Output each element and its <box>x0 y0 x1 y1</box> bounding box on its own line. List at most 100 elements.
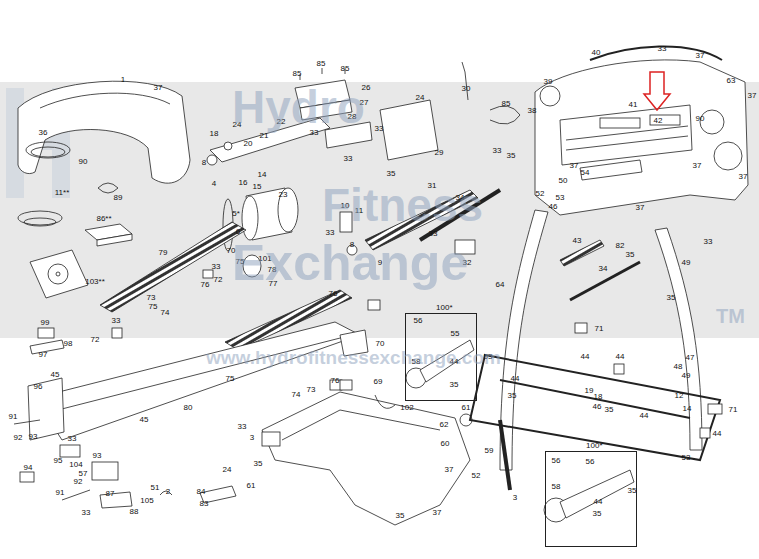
callout-number: 14 <box>258 170 267 179</box>
callout-number: 50 <box>559 176 568 185</box>
callout-number: 85 <box>293 69 302 78</box>
callout-number: 75 <box>226 374 235 383</box>
callout-number: 39 <box>544 77 553 86</box>
callout-number: 72 <box>91 335 100 344</box>
watermark-text: Fitness <box>322 182 483 228</box>
callout-number: 37 <box>696 51 705 60</box>
callout-number: 84 <box>197 487 206 496</box>
part-outline <box>100 492 132 508</box>
watermark-text: www.hydrofitnessexchange.com <box>206 348 501 367</box>
part-outline <box>224 142 232 150</box>
callout-number: 95 <box>54 456 63 465</box>
callout-number: 35 <box>593 509 602 518</box>
callout-number: 44 <box>594 497 603 506</box>
callout-number: 80 <box>184 403 193 412</box>
callout-number: 56 <box>552 456 561 465</box>
callout-number: 33 <box>212 262 221 271</box>
callout-number: 104 <box>69 460 82 469</box>
part-outline <box>500 210 548 470</box>
callout-number: 74 <box>292 390 301 399</box>
callout-number: 100* <box>436 303 452 312</box>
part-outline <box>98 183 118 193</box>
part-outline <box>278 188 298 232</box>
callout-number: 70 <box>376 339 385 348</box>
callout-number: 37 <box>748 91 757 100</box>
callout-number: 94 <box>24 463 33 472</box>
callout-number: 97 <box>39 350 48 359</box>
part-outline <box>500 380 690 418</box>
callout-number: 35 <box>667 293 676 302</box>
part-outline <box>92 462 118 480</box>
part-outline <box>30 250 88 298</box>
callout-number: 44 <box>581 352 590 361</box>
callout-number: 51 <box>151 483 160 492</box>
callout-number: 82 <box>616 241 625 250</box>
callout-number: 45 <box>51 370 60 379</box>
part-outline <box>380 100 438 160</box>
watermark-text: TM <box>716 306 745 326</box>
part-outline <box>580 160 642 180</box>
callout-number: 35 <box>507 151 516 160</box>
part-outline <box>14 0 748 525</box>
callout-number: 21 <box>260 131 269 140</box>
part-outline <box>262 432 280 446</box>
callout-number: 35 <box>387 169 396 178</box>
callout-number: 35 <box>605 405 614 414</box>
callout-number: 53 <box>682 453 691 462</box>
callout-number: 85 <box>341 64 350 73</box>
callout-number: 3 <box>513 493 517 502</box>
part-outline <box>97 234 132 246</box>
part-outline <box>368 300 380 310</box>
callout-number: 71 <box>595 324 604 333</box>
callout-number: 33 <box>68 434 77 443</box>
callout-number: 40 <box>592 48 601 57</box>
callout-number: 20 <box>244 139 253 148</box>
part-outline <box>462 62 468 100</box>
callout-number: 24 <box>416 93 425 102</box>
callout-number: 86** <box>96 214 111 223</box>
callout-number: 4 <box>212 179 216 188</box>
part-outline <box>112 328 122 338</box>
callout-number: 52 <box>536 189 545 198</box>
callout-number: 44 <box>640 411 649 420</box>
callout-number: 44 <box>713 429 722 438</box>
callout-number: 3 <box>250 433 254 442</box>
callout-number: 76 <box>201 280 210 289</box>
callout-number: 92 <box>74 477 83 486</box>
callout-number: 59 <box>485 446 494 455</box>
part-outline <box>570 262 640 300</box>
callout-number: 35 <box>450 380 459 389</box>
callout-number: 18 <box>594 392 603 401</box>
callout-number: 37 <box>693 161 702 170</box>
callout-number: 16 <box>239 178 248 187</box>
callout-number: 74 <box>161 308 170 317</box>
part-outline <box>262 392 470 525</box>
callout-number: 46 <box>593 402 602 411</box>
callout-number: 85 <box>317 59 326 68</box>
callout-number: 46 <box>549 202 558 211</box>
callout-number: 54 <box>581 168 590 177</box>
callout-number: 103** <box>85 277 105 286</box>
callout-number: 64 <box>496 280 505 289</box>
part-outline <box>560 105 692 165</box>
callout-number: 93 <box>29 432 38 441</box>
callout-number: 37 <box>433 508 442 517</box>
callout-number: 57 <box>79 469 88 478</box>
callout-number: 63 <box>727 76 736 85</box>
part-outline <box>0 82 759 338</box>
callout-number: 29 <box>435 148 444 157</box>
callout-number: 33 <box>82 508 91 517</box>
part-outline <box>566 126 688 150</box>
callout-number: 60 <box>441 439 450 448</box>
callout-number: 33 <box>112 316 121 325</box>
callout-number: 61 <box>462 403 471 412</box>
part-outline <box>282 410 440 440</box>
callout-number: 56 <box>414 316 423 325</box>
part-outline <box>100 222 246 312</box>
callout-number: 43 <box>573 236 582 245</box>
part-outline <box>490 106 520 124</box>
callout-number: 52 <box>472 471 481 480</box>
part-outline <box>708 404 722 414</box>
callout-number: 37 <box>570 161 579 170</box>
callout-number: 47 <box>686 353 695 362</box>
